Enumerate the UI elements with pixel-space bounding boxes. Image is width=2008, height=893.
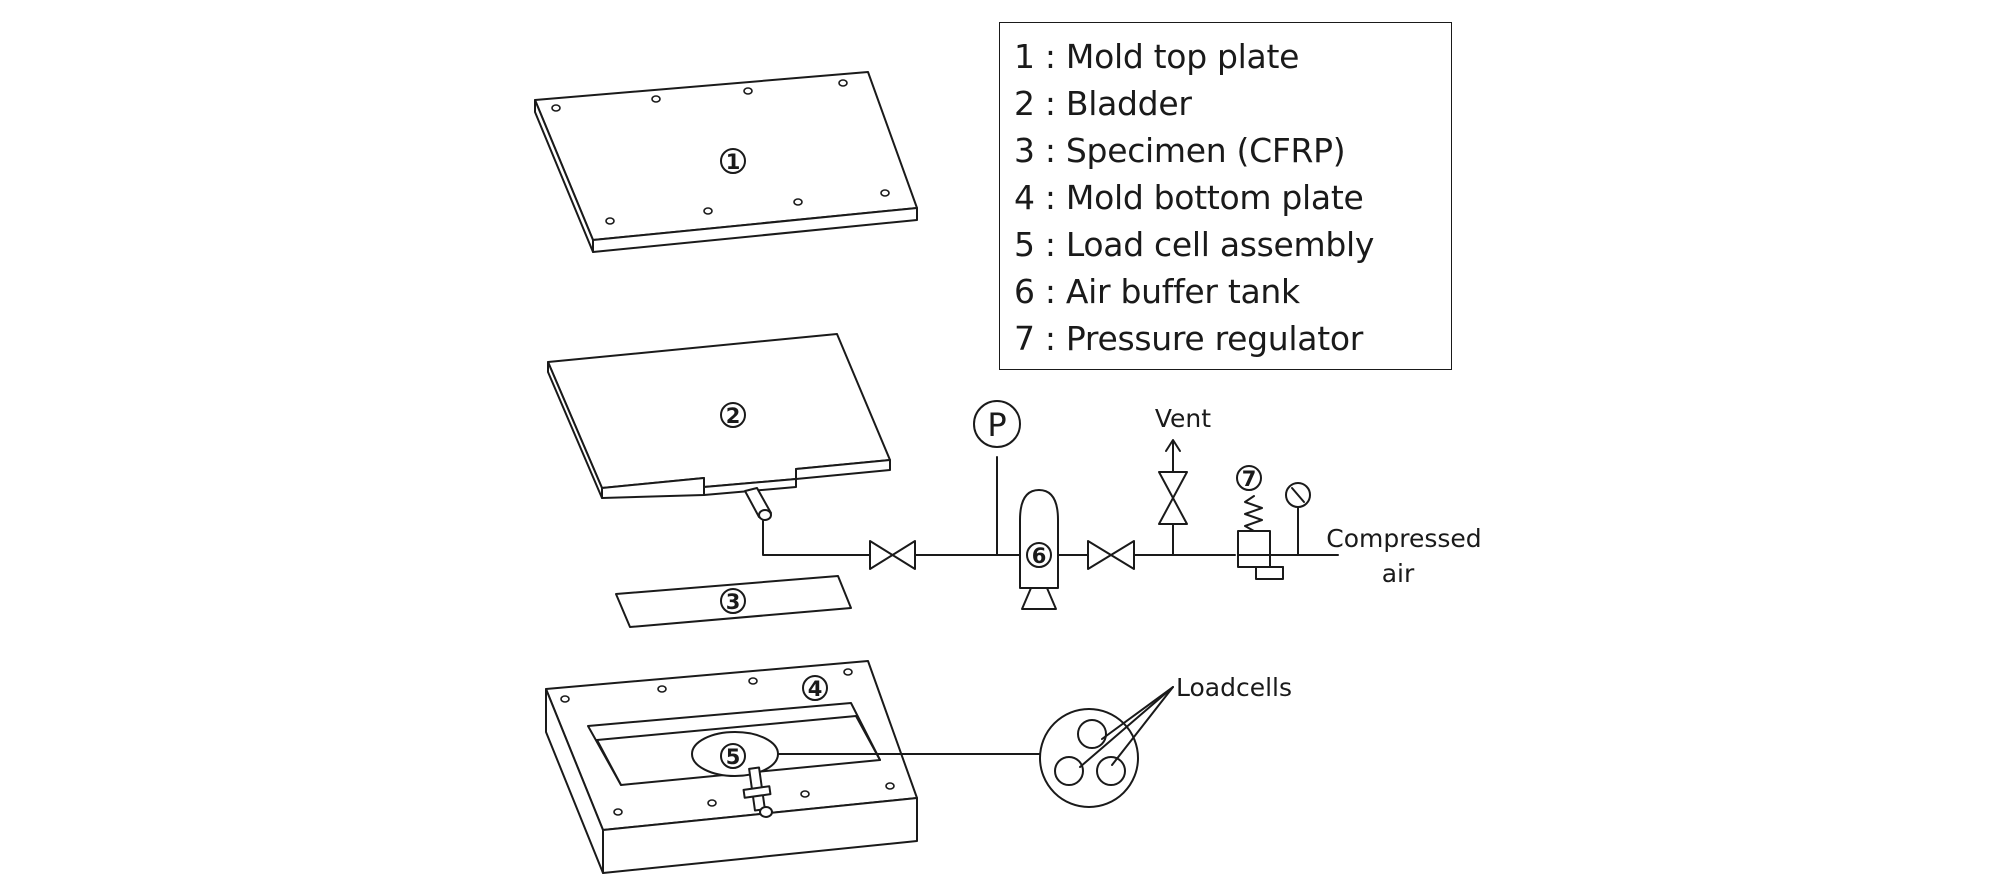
regulator-gauge-icon xyxy=(1285,482,1311,556)
svg-text:5: 5 xyxy=(726,745,741,769)
legend-list: 1 : Mold top plate 2 : Bladder 3 : Speci… xyxy=(1000,23,1451,362)
valve-2 xyxy=(1087,540,1135,570)
legend-item-5: 5 : Load cell assembly xyxy=(1014,225,1375,264)
bladder-nozzle xyxy=(744,487,772,521)
legend-item-7: 7 : Pressure regulator xyxy=(1014,319,1363,358)
marker-4: 4 xyxy=(802,675,828,701)
marker-1: 1 xyxy=(720,148,746,174)
compressed-air-label-2: air xyxy=(1382,559,1415,588)
svg-text:7: 7 xyxy=(1242,467,1257,491)
legend-item-2: 2 : Bladder xyxy=(1014,84,1192,123)
legend-item-3: 3 : Specimen (CFRP) xyxy=(1014,131,1346,170)
svg-text:P: P xyxy=(987,406,1006,444)
marker-7: 7 xyxy=(1236,465,1262,491)
bottom-plate-holes xyxy=(560,668,895,816)
svg-text:2: 2 xyxy=(726,404,741,428)
valve-1 xyxy=(869,540,916,570)
vent-label: Vent xyxy=(1155,404,1211,433)
pressure-gauge: P xyxy=(973,400,1021,448)
legend-item-4: 4 : Mold bottom plate xyxy=(1014,178,1364,217)
bladder xyxy=(547,333,891,521)
svg-text:4: 4 xyxy=(808,677,823,701)
svg-text:1: 1 xyxy=(726,150,741,174)
legend-item-6: 6 : Air buffer tank xyxy=(1014,272,1300,311)
compressed-air-label-1: Compressed xyxy=(1326,524,1481,553)
vent-valve xyxy=(1158,439,1188,525)
marker-2: 2 xyxy=(720,402,746,428)
svg-text:6: 6 xyxy=(1032,544,1047,568)
legend-item-1: 1 : Mold top plate xyxy=(1014,37,1300,76)
legend: 1 : Mold top plate 2 : Bladder 3 : Speci… xyxy=(999,22,1452,370)
top-plate-holes xyxy=(551,79,890,225)
pressure-regulator xyxy=(1237,495,1293,580)
svg-text:3: 3 xyxy=(726,590,741,614)
marker-3: 3 xyxy=(720,588,746,614)
loadcells-label: Loadcells xyxy=(1176,673,1292,702)
marker-5: 5 xyxy=(720,743,746,769)
marker-6: 6 xyxy=(1026,542,1052,568)
loadcell-detail xyxy=(1039,686,1174,808)
